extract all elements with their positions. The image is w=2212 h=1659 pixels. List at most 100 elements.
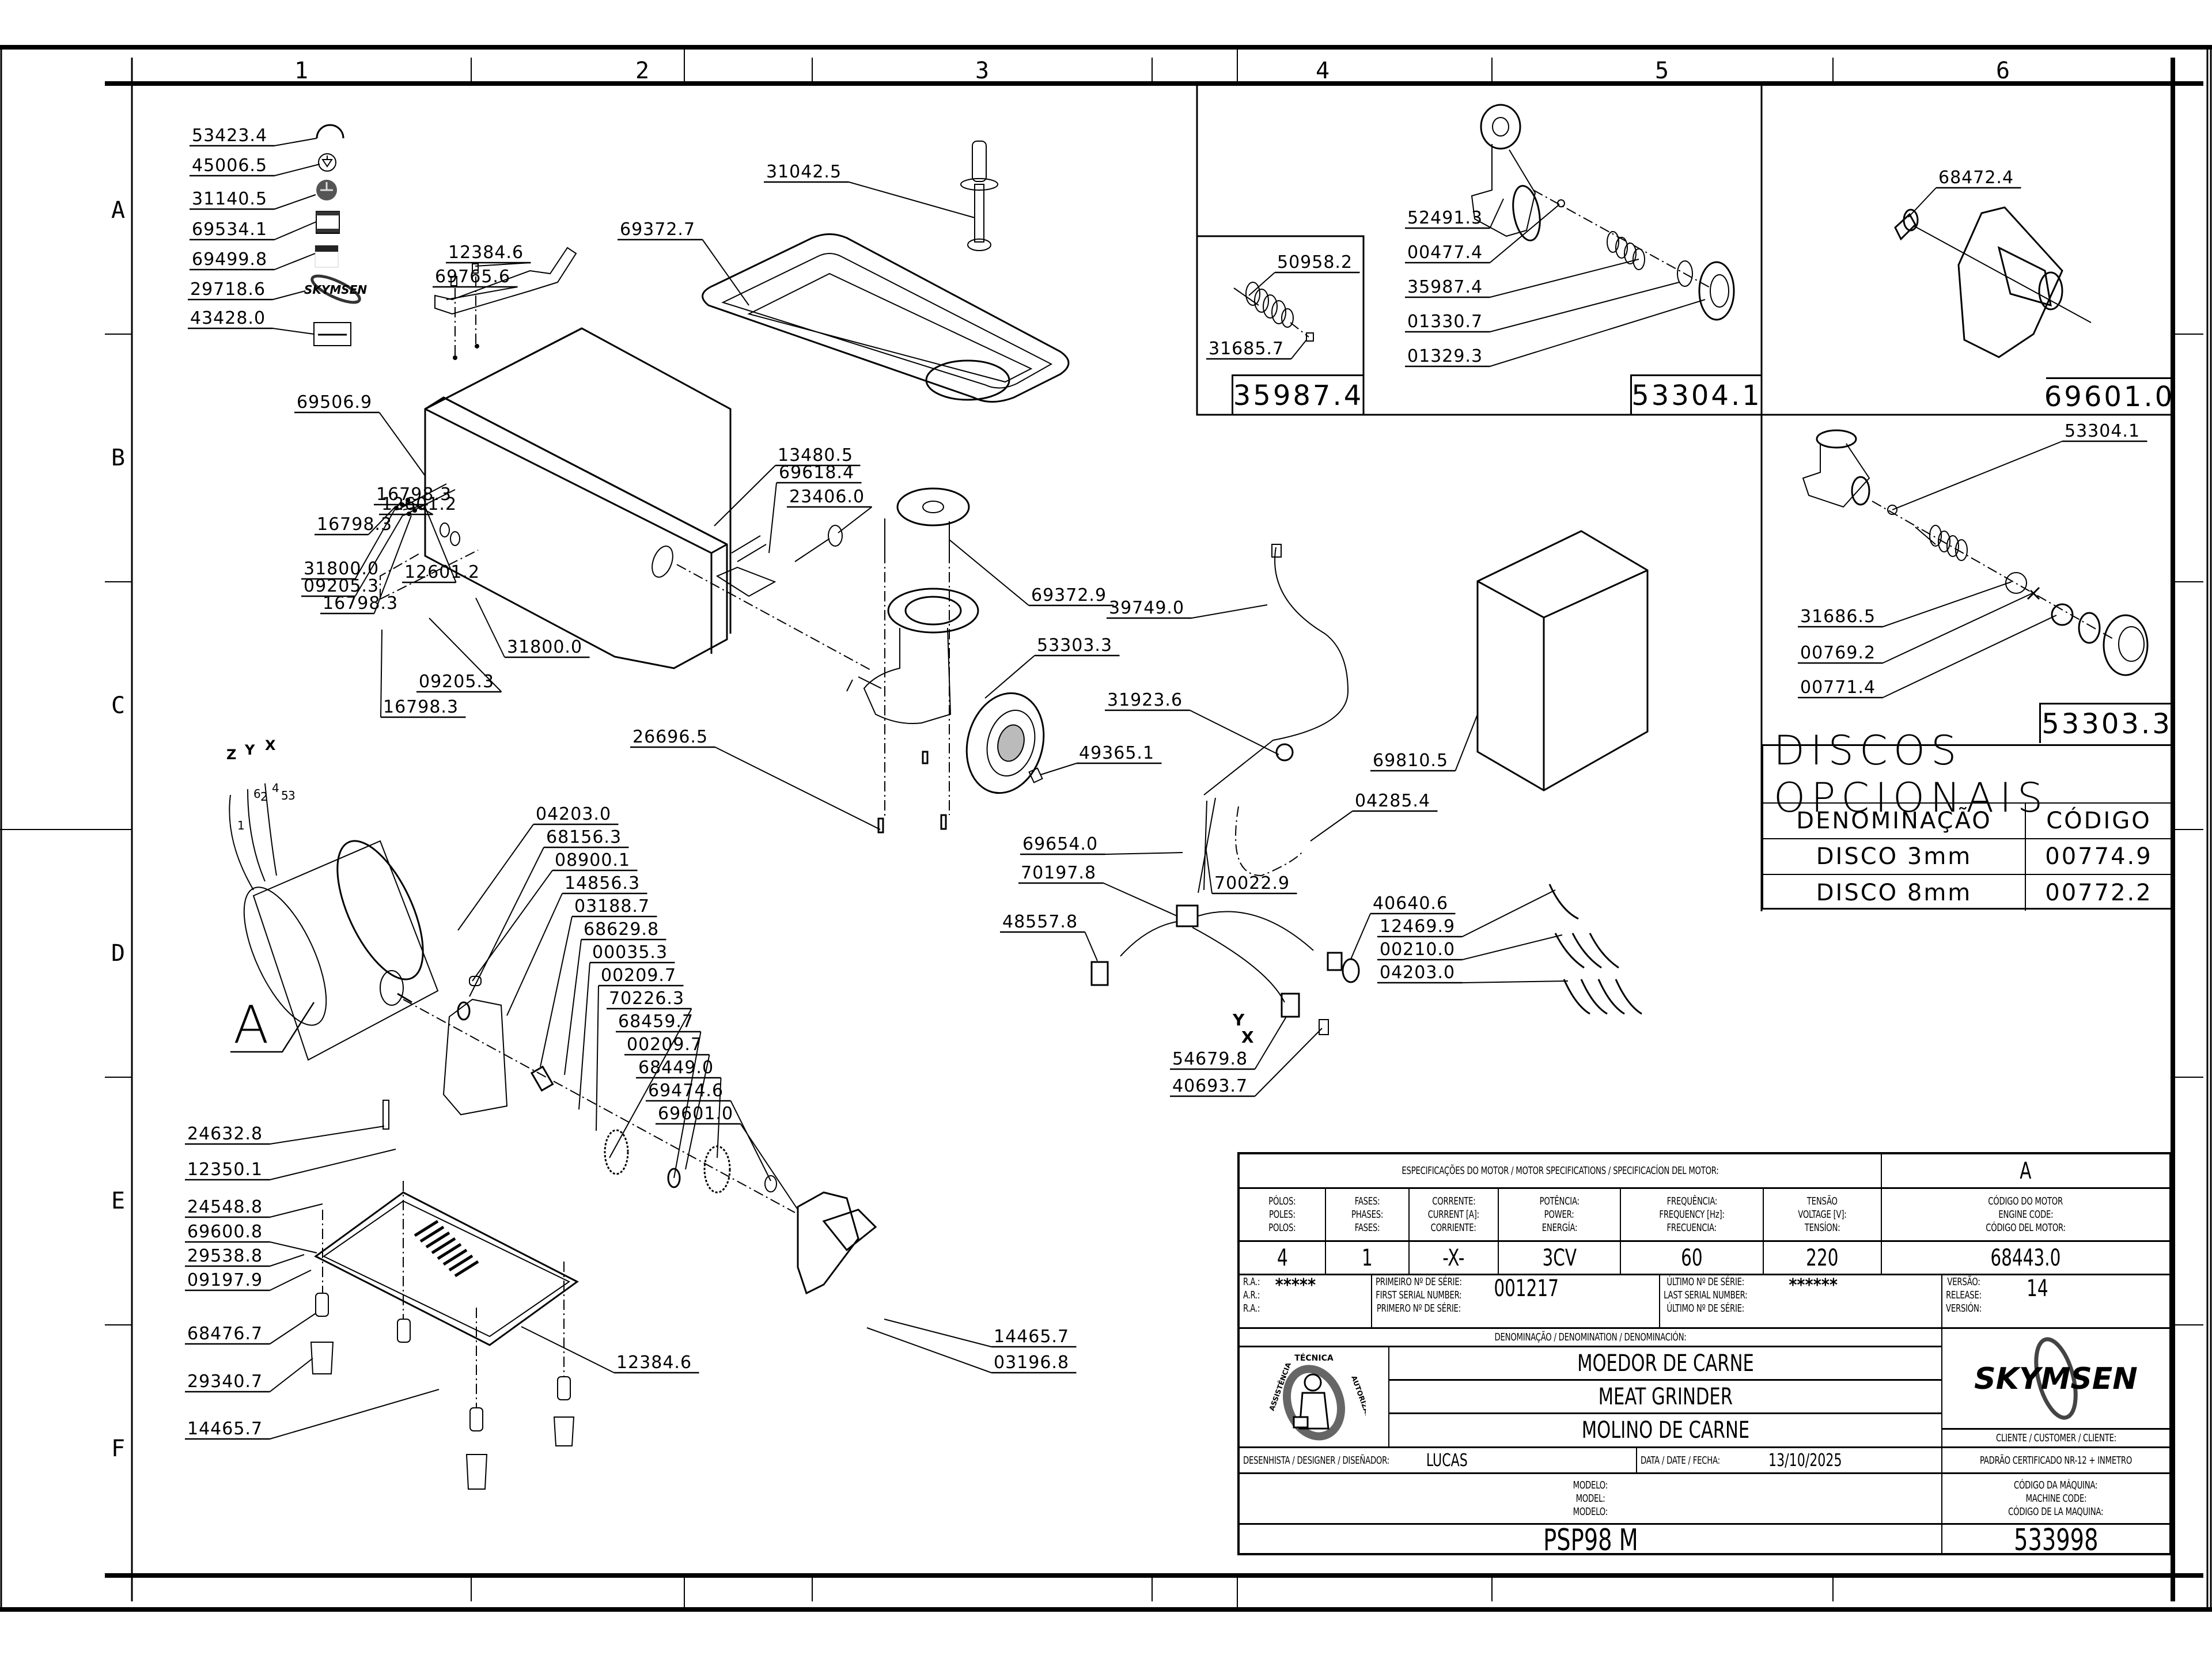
part-number-label: 53423.4 (192, 126, 267, 146)
view-marker-label: X (265, 737, 276, 753)
leader-line (838, 506, 873, 533)
part-number-label: 09205.3 (304, 576, 379, 596)
part-number-label: 45006.5 (192, 156, 267, 176)
last-serial-caption: LAST SERIAL NUMBER: (1664, 1289, 1748, 1301)
leader-line (1883, 615, 2057, 698)
part-number-label: 00477.4 (1407, 243, 1483, 263)
service-logo-text: TÉCNICA (1294, 1353, 1334, 1363)
electrical-drawing (1090, 530, 1649, 1035)
leader-line (740, 1123, 798, 1210)
leader-line (685, 1054, 710, 1170)
row-label: B (111, 445, 125, 471)
part-number-label: 70022.9 (1214, 873, 1290, 893)
inset-ref-head: 53304.1 (1630, 374, 1762, 415)
motor-spec-title: ESPECIFICAÇÕES DO MOTOR / MOTOR SPECIFIC… (1402, 1165, 1719, 1177)
optional-discs-title: DISCOS OPCIONAIS (1763, 727, 2172, 821)
leader-line (425, 506, 457, 583)
wire-number-label: 2 (260, 790, 268, 804)
leader-line (1489, 198, 1504, 229)
part-number-label: 16798.3 (317, 514, 392, 535)
wire-number-label: 5 (281, 789, 289, 802)
ground-symbol-decal-icon (318, 153, 336, 172)
part-number-label: 69534.1 (192, 219, 267, 240)
leader-line (715, 747, 881, 830)
leader-line (984, 655, 1035, 699)
header-code: CÓDIGO (2046, 808, 2152, 834)
part-number-label: 24548.8 (187, 1197, 263, 1217)
leader-line (1290, 339, 1307, 359)
leader-line (269, 1358, 313, 1392)
leader-line (472, 870, 553, 982)
spec-caption: POLOS: (1268, 1222, 1296, 1234)
leader-line (1883, 581, 2012, 627)
part-number-label: 12384.6 (448, 243, 524, 263)
leader-line (540, 916, 573, 1067)
spec-caption: PÓLOS: (1268, 1195, 1296, 1207)
part-number-label: 04285.4 (1355, 791, 1430, 811)
column-label: 6 (1996, 58, 2010, 84)
row-label: D (111, 940, 125, 967)
brand-decal-logo-icon (310, 274, 361, 304)
leader-line (609, 1008, 692, 1158)
current-value: -X- (1442, 1244, 1465, 1271)
phases-value: 1 (1362, 1244, 1373, 1271)
disc-code: 00774.9 (2045, 843, 2153, 870)
model-caption: MODEL: (1575, 1493, 1605, 1505)
brand-decal-text: SKYMSEN (304, 283, 367, 297)
part-number-label: 16798.3 (383, 697, 459, 717)
part-number-label: 69601.0 (658, 1104, 733, 1124)
part-number-label: 68156.3 (546, 827, 622, 847)
part-number-label: 01330.7 (1407, 312, 1483, 332)
version-caption: RELEASE: (1946, 1289, 1982, 1301)
part-number-label: 09197.9 (187, 1270, 263, 1290)
version-caption: VERSÃO: (1947, 1276, 1980, 1288)
wire-number-label: 6 (253, 787, 261, 801)
leader-line (354, 514, 404, 597)
row-label: E (111, 1188, 125, 1214)
part-number-label: 23406.0 (789, 487, 865, 507)
machine-code-caption: CÓDIGO DE LA MAQUINA: (2008, 1506, 2104, 1518)
part-number-label: 13480.5 (778, 445, 853, 465)
leader-line (469, 847, 544, 997)
leader-line (866, 1327, 992, 1373)
leader-line (475, 262, 531, 267)
column-label: 5 (1655, 58, 1669, 84)
row-label: A (111, 197, 125, 224)
leader-line (1462, 934, 1563, 960)
leader-line (373, 515, 412, 614)
part-number-label: 43428.0 (190, 308, 266, 328)
part-number-label: 16798.3 (323, 593, 398, 613)
wire-number-label: 4 (272, 781, 279, 795)
leader-line (475, 597, 505, 658)
part-number-label: 40640.6 (1373, 893, 1448, 914)
part-number-label: 31800.0 (507, 637, 582, 657)
part-number-label: 14465.7 (187, 1419, 263, 1439)
view-a-leader (230, 1002, 315, 1053)
wire-number-label: 1 (237, 819, 245, 832)
part-number-label: 01329.3 (1407, 346, 1483, 366)
leader-line (849, 181, 975, 218)
part-number-label: 12384.6 (616, 1353, 692, 1373)
designer-caption: DESENHISTA / DESIGNER / DISEÑADOR: (1243, 1454, 1389, 1467)
part-number-label: 03196.8 (994, 1353, 1069, 1373)
part-number-label: 69654.0 (1022, 834, 1098, 854)
disc-row: DISCO 3mm 00774.9 (1763, 839, 2172, 875)
skymsen-logo-icon: SKYMSEN (1974, 1337, 2138, 1420)
inset-gearbox-drawing (1894, 206, 2092, 358)
leader-line (1908, 187, 1937, 218)
part-number-label: 68629.8 (584, 919, 659, 940)
leader-line (411, 502, 434, 515)
housing-drawing (380, 247, 732, 669)
leader-line (717, 1077, 722, 1158)
part-number-label: 69474.6 (648, 1081, 724, 1101)
leader-line (949, 539, 1029, 606)
part-number-label: 54679.8 (1172, 1049, 1248, 1069)
serial-row: R.A.: A.R.: R.A.: ***** PRIMEIRO Nº DE S… (1240, 1275, 2169, 1329)
part-number-label: 26696.5 (632, 727, 708, 747)
spec-caption: ENERGÍA: (1541, 1222, 1577, 1234)
part-number-label: 09205.3 (419, 672, 494, 692)
leader-line (1892, 441, 2063, 510)
view-marker-label: Y (1232, 1010, 1245, 1029)
column-label: 4 (1316, 58, 1330, 84)
part-number-label: 31140.5 (192, 189, 267, 209)
